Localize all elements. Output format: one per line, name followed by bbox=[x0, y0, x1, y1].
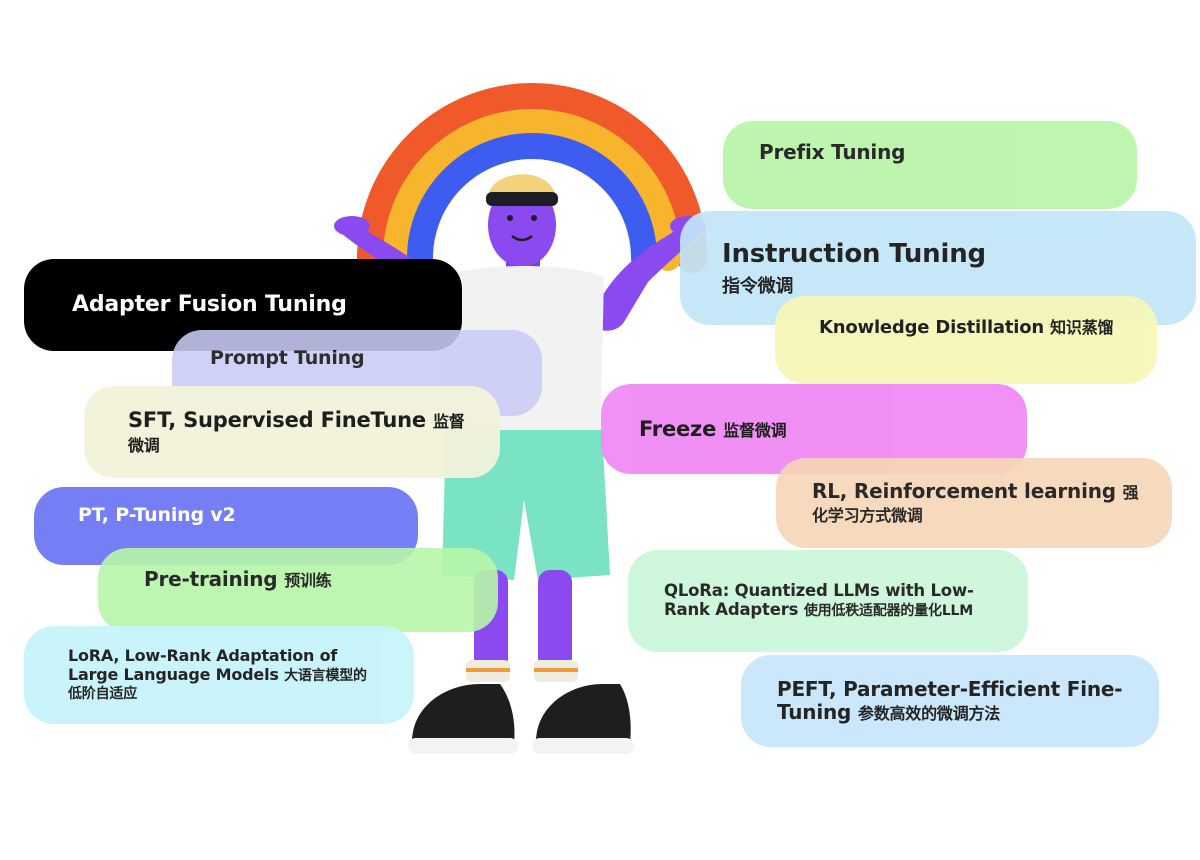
label-prefix-tuning: Prefix Tuning bbox=[723, 121, 1137, 209]
pre-training-en: Pre-training bbox=[144, 567, 278, 591]
lora-text: LoRA, Low-Rank Adaptation of Large Langu… bbox=[68, 646, 374, 703]
instruction-tuning-en: Instruction Tuning bbox=[722, 239, 986, 270]
label-qlora: QLoRa: Quantized LLMs with Low-Rank Adap… bbox=[628, 550, 1028, 652]
freeze-en: Freeze bbox=[639, 416, 717, 441]
label-lora: LoRA, Low-Rank Adaptation of Large Langu… bbox=[24, 626, 414, 724]
instruction-tuning-cn: 指令微调 bbox=[722, 276, 794, 297]
qlora-cn: 使用低秩适配器的量化LLM bbox=[803, 603, 974, 619]
prompt-tuning-en: Prompt Tuning bbox=[210, 347, 365, 369]
qlora-en: QLoRa: Quantized LLMs with Low-Rank Adap… bbox=[664, 581, 974, 619]
pre-training-text: Pre-training 预训练 bbox=[144, 568, 332, 591]
qlora-text: QLoRa: Quantized LLMs with Low-Rank Adap… bbox=[664, 581, 988, 620]
prefix-tuning-en: Prefix Tuning bbox=[759, 140, 906, 164]
pre-training-cn: 预训练 bbox=[284, 571, 332, 590]
knowledge-distillation-cn: 知识蒸馏 bbox=[1050, 318, 1114, 337]
adapter-fusion-tuning-en: Adapter Fusion Tuning bbox=[72, 292, 347, 318]
label-pre-training: Pre-training 预训练 bbox=[98, 548, 498, 632]
label-peft: PEFT, Parameter-Efficient Fine-Tuning 参数… bbox=[741, 655, 1159, 747]
peft-cn: 参数高效的微调方法 bbox=[857, 704, 1001, 723]
reinforcement-learning-en: RL, Reinforcement learning bbox=[812, 479, 1116, 503]
knowledge-distillation-en: Knowledge Distillation bbox=[819, 317, 1045, 338]
sneakers-icon bbox=[408, 684, 634, 754]
p-tuning-v2-en: PT, P-Tuning v2 bbox=[78, 504, 236, 526]
reinforcement-learning-text: RL, Reinforcement learning 强化学习方式微调 bbox=[812, 480, 1142, 526]
peft-en: PEFT, Parameter-Efficient Fine-Tuning bbox=[777, 677, 1123, 724]
lora-en: LoRA, Low-Rank Adaptation of Large Langu… bbox=[68, 646, 338, 684]
label-knowledge-distillation: Knowledge Distillation 知识蒸馏 bbox=[775, 296, 1157, 384]
reinforcement-learning-cn: 强化学习方式微调 bbox=[812, 483, 1139, 525]
lora-cn: 大语言模型的低阶自适应 bbox=[68, 667, 367, 703]
sft-text: SFT, Supervised FineTune 监督微调 bbox=[128, 408, 480, 456]
freeze-text: Freeze 监督微调 bbox=[639, 416, 787, 441]
sft-en: SFT, Supervised FineTune bbox=[128, 407, 426, 432]
label-reinforcement-learning: RL, Reinforcement learning 强化学习方式微调 bbox=[776, 458, 1172, 548]
instruction-tuning-text: Instruction Tuning 指令微调 bbox=[722, 239, 986, 300]
label-sft: SFT, Supervised FineTune 监督微调 bbox=[84, 386, 500, 478]
rainbow-icon bbox=[357, 83, 707, 273]
knowledge-distillation-text: Knowledge Distillation 知识蒸馏 bbox=[819, 317, 1114, 339]
sft-cn: 监督微调 bbox=[128, 411, 465, 455]
adapter-fusion-tuning-text: Adapter Fusion Tuning bbox=[72, 292, 347, 317]
peft-text: PEFT, Parameter-Efficient Fine-Tuning 参数… bbox=[777, 678, 1129, 724]
freeze-cn: 监督微调 bbox=[723, 420, 787, 440]
